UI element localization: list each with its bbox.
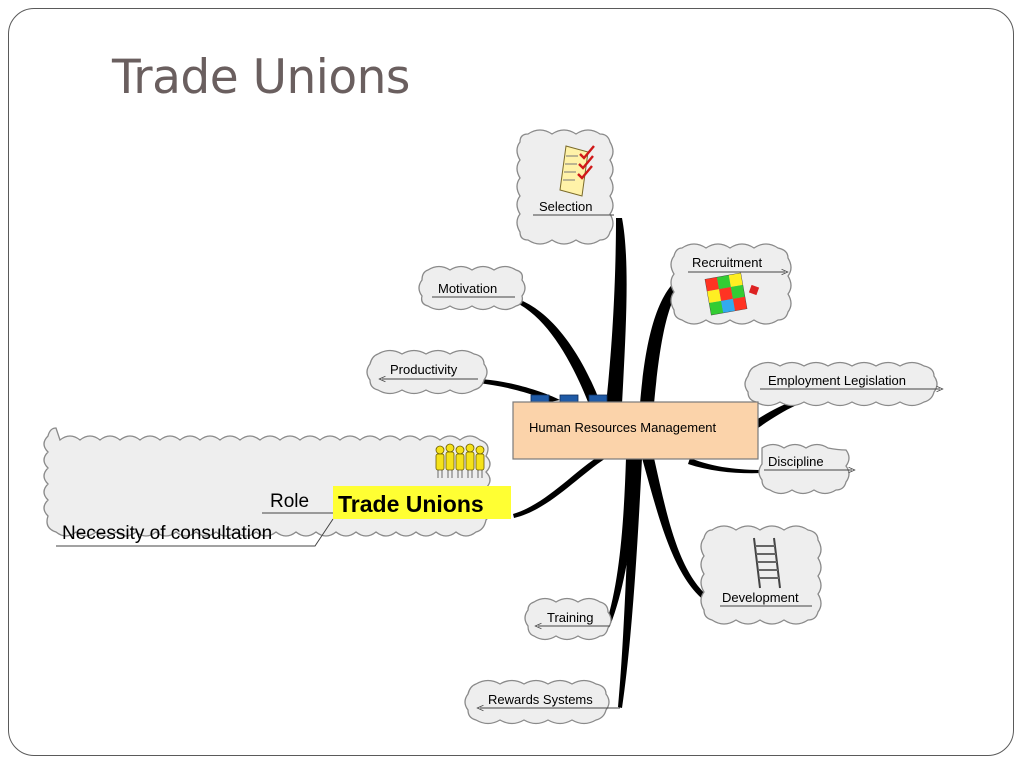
topic-rewards-systems-label: Rewards Systems: [488, 692, 593, 707]
topic-development[interactable]: Development: [700, 525, 822, 625]
central-topic-box: [512, 401, 759, 460]
topic-discipline[interactable]: Discipline: [758, 443, 852, 495]
topic-training[interactable]: Training: [524, 597, 612, 641]
topic-productivity[interactable]: Productivity: [366, 349, 488, 395]
topic-discipline-label: Discipline: [768, 454, 824, 469]
topic-recruitment[interactable]: Recruitment: [670, 243, 792, 325]
trade-unions-branch[interactable]: Trade Unions Role Necessity of consultat…: [43, 427, 511, 547]
topic-motivation[interactable]: Motivation: [418, 265, 526, 311]
trade-unions-label[interactable]: Trade Unions: [338, 491, 484, 517]
central-topic-label: Human Resources Management: [529, 420, 717, 435]
central-topic[interactable]: Human Resources Management: [512, 394, 759, 460]
topic-training-label: Training: [547, 610, 593, 625]
topic-recruitment-label: Recruitment: [692, 255, 762, 270]
topic-selection-label: Selection: [539, 199, 592, 214]
topic-motivation-label: Motivation: [438, 281, 497, 296]
topic-development-label: Development: [722, 590, 799, 605]
topic-employment-legislation[interactable]: Employment Legislation: [744, 361, 940, 407]
people-group-icon: [435, 443, 485, 478]
slide-title: Trade Unions: [112, 50, 410, 105]
puzzle-icon: [704, 272, 748, 316]
topic-productivity-label: Productivity: [390, 362, 458, 377]
topic-selection[interactable]: Selection: [516, 129, 614, 245]
subtopic-necessity-of-consultation[interactable]: Necessity of consultation: [62, 523, 272, 544]
topic-rewards-systems[interactable]: Rewards Systems: [464, 679, 620, 725]
topic-employment-legislation-label: Employment Legislation: [768, 373, 906, 388]
ladder-icon: [753, 537, 781, 589]
puzzle-piece-icon: [748, 284, 760, 296]
trade-unions-highlight: [333, 486, 511, 519]
subtopic-role[interactable]: Role: [270, 491, 309, 512]
checklist-icon: [559, 145, 595, 197]
